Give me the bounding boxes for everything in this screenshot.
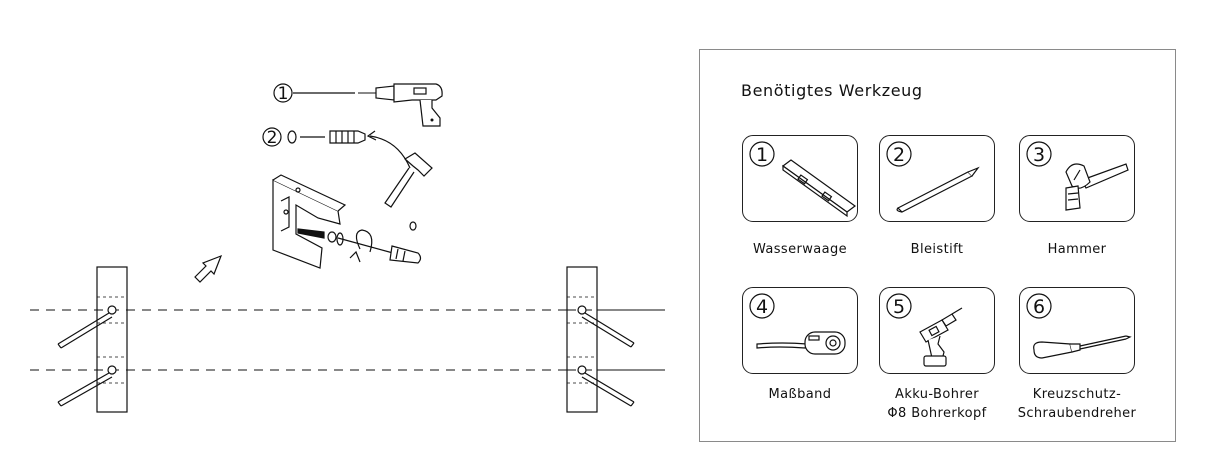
assembly-illustration: 1 2 xyxy=(30,83,665,413)
right-wall-post xyxy=(566,266,665,413)
tool-card-screwdriver: 6 xyxy=(1019,287,1135,374)
tool-label-drill-line2: Φ8 Bohrerkopf xyxy=(887,406,987,421)
step-1-marker: 1 xyxy=(273,83,355,104)
screw-cap-icon xyxy=(409,221,417,231)
svg-text:4: 4 xyxy=(756,296,768,318)
step-2-marker: 2 xyxy=(262,127,325,148)
panel-title: Benötigtes Werkzeug xyxy=(741,81,923,100)
drill-icon xyxy=(358,83,443,127)
tool-label-spirit-level: Wasserwaage xyxy=(752,242,848,257)
tool-label-drill-line1: Akku-Bohrer xyxy=(895,387,979,402)
screwdriver-icon xyxy=(337,237,422,264)
hammer-icon xyxy=(1065,163,1129,211)
tool-card-cordless-drill: 5 xyxy=(879,287,995,374)
left-wall-post xyxy=(30,266,128,413)
tool-card-hammer: 3 xyxy=(1019,135,1135,222)
left-upper-screw xyxy=(57,312,113,349)
wall-anchor-icon xyxy=(329,130,366,144)
tool-label-tape-measure: Maßband xyxy=(768,387,832,402)
svg-text:5: 5 xyxy=(893,296,905,318)
wall-bracket-icon xyxy=(272,174,347,269)
tool-card-pencil: 2 xyxy=(879,135,995,222)
tool-card-tape-measure: 4 xyxy=(742,287,858,374)
right-upper-screw xyxy=(581,312,635,348)
left-lower-screw xyxy=(57,372,113,407)
direction-arrow xyxy=(194,254,223,283)
step-2-number: 2 xyxy=(267,128,278,148)
curved-arrow xyxy=(369,135,411,169)
tool-label-pencil: Bleistift xyxy=(910,242,964,257)
tool-label-screwdriver-line1: Kreuzschutz- xyxy=(1032,387,1122,402)
tape-measure-icon xyxy=(756,331,846,355)
rotation-arrow-icon xyxy=(349,229,373,263)
svg-text:1: 1 xyxy=(756,144,768,166)
right-lower-screw xyxy=(581,372,635,407)
svg-text:2: 2 xyxy=(893,144,905,166)
hammer-icon xyxy=(384,152,433,208)
tool-card-spirit-level: 1 xyxy=(742,135,858,222)
tool-label-hammer: Hammer xyxy=(1047,242,1107,257)
spirit-level-icon xyxy=(781,159,857,218)
pencil-icon xyxy=(896,166,980,213)
tool-label-screwdriver-line2: Schraubendreher xyxy=(1017,406,1137,421)
svg-text:3: 3 xyxy=(1033,144,1045,166)
screwdriver-icon xyxy=(1033,335,1132,359)
cordless-drill-icon xyxy=(919,307,963,367)
step-1-number: 1 xyxy=(278,84,289,104)
svg-text:6: 6 xyxy=(1033,296,1045,318)
required-tools-panel: Benötigtes Werkzeug 1 Wasserwaage 2 Ble xyxy=(699,49,1176,442)
